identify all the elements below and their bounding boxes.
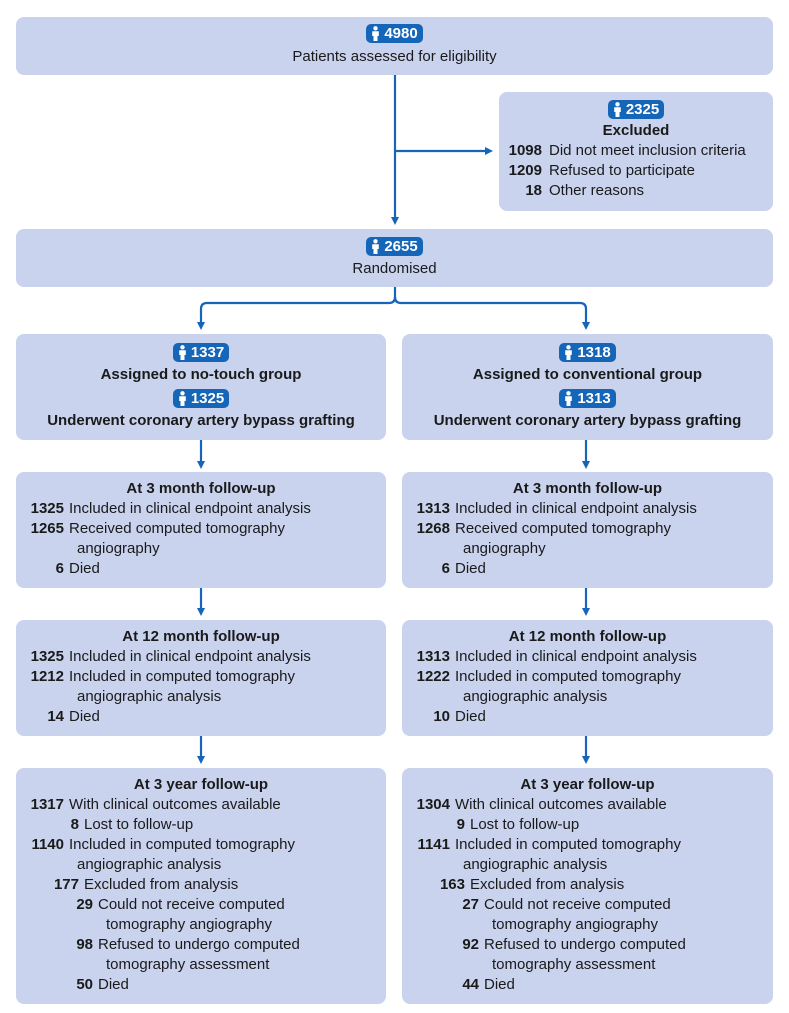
arrow-split [197, 287, 397, 330]
person-icon [370, 26, 381, 41]
randomised-label: Randomised [352, 260, 437, 277]
notouch-fu-12m-title: At 12 month follow-up [122, 628, 280, 645]
person-icon [177, 345, 188, 360]
randomised-box: 2655 Randomised [16, 229, 773, 287]
conventional-cabg-badge: 1313 [559, 389, 616, 408]
conventional-cabg-label: Underwent coronary artery bypass graftin… [433, 412, 742, 429]
conventional-fu-3m-title: At 3 month follow-up [512, 480, 663, 497]
conventional-assigned-label: Assigned to conventional group [472, 366, 703, 383]
notouch-assigned-badge: 1337 [172, 343, 230, 362]
person-icon [370, 239, 381, 254]
assessed-count-badge: 4980 [366, 24, 423, 43]
randomised-count-badge: 2655 [366, 237, 423, 256]
arrow-split-right [393, 296, 590, 330]
assessed-box: 4980 Patients assessed for eligibility [16, 17, 773, 75]
notouch-assigned-label: Assigned to no-touch group [100, 366, 302, 383]
notouch-assigned-box: 1337 Assigned to no-touch group 1325 Und… [16, 334, 386, 440]
conventional-assigned-badge: 1318 [559, 343, 616, 362]
notouch-fu-3m-title: At 3 month follow-up [126, 480, 276, 497]
notouch-fu-3y-title: At 3 year follow-up [133, 776, 269, 793]
notouch-cabg-label: Underwent coronary artery bypass graftin… [47, 412, 355, 429]
person-icon [563, 345, 574, 360]
person-icon [177, 391, 188, 406]
person-icon [563, 391, 574, 406]
excluded-title: Excluded [602, 122, 670, 139]
notouch-cabg-badge: 1325 [172, 389, 230, 408]
excluded-count-badge: 2325 [607, 100, 665, 119]
person-icon [612, 102, 623, 117]
conventional-fu-12m-title: At 12 month follow-up [508, 628, 667, 645]
conventional-fu-3y-title: At 3 year follow-up [520, 776, 655, 793]
assessed-label: Patients assessed for eligibility [292, 48, 497, 65]
conventional-assigned-box: 1318 Assigned to conventional group 1313… [402, 334, 773, 440]
